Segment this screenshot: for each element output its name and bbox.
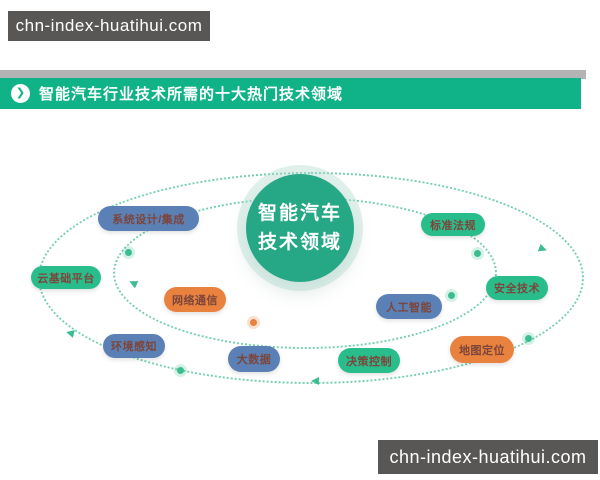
tech-node: 地图定位: [450, 336, 514, 363]
tech-node: 网络通信: [164, 287, 226, 312]
tech-node: 人工智能: [376, 294, 442, 319]
tech-node: 决策控制: [338, 348, 400, 373]
orbit-dot: [125, 249, 132, 256]
orbit-dot: [525, 335, 532, 342]
tech-node: 环境感知: [103, 334, 165, 358]
orbit-dot: [474, 250, 481, 257]
orbit-arrow-icon: [65, 328, 75, 338]
tech-node: 大数据: [228, 346, 280, 372]
section-title: 智能汽车行业技术所需的十大热门技术领域: [39, 86, 344, 103]
orbit-dot: [250, 319, 257, 326]
chevron-right-icon: ❯: [11, 84, 30, 103]
orbit-arrow-icon: [311, 377, 319, 385]
center-topic-circle: 智能汽车 技术领域: [246, 174, 354, 282]
center-topic-line1: 智能汽车: [257, 202, 342, 224]
watermark-top: chn-index-huatihui.com: [8, 11, 210, 41]
tech-node: 标准法规: [421, 213, 485, 236]
orbit-dot: [448, 292, 455, 299]
tech-node: 系统设计/集成: [98, 206, 199, 231]
orbit-dot: [177, 367, 184, 374]
center-topic-line2: 技术领域: [257, 232, 342, 253]
tech-node: 安全技术: [486, 276, 548, 300]
tech-node: 云基础平台: [31, 266, 101, 289]
watermark-bottom: chn-index-huatihui.com: [378, 440, 598, 474]
section-header: ❯ 智能汽车行业技术所需的十大热门技术领域: [0, 78, 581, 109]
header-shadow-band: [0, 70, 586, 79]
